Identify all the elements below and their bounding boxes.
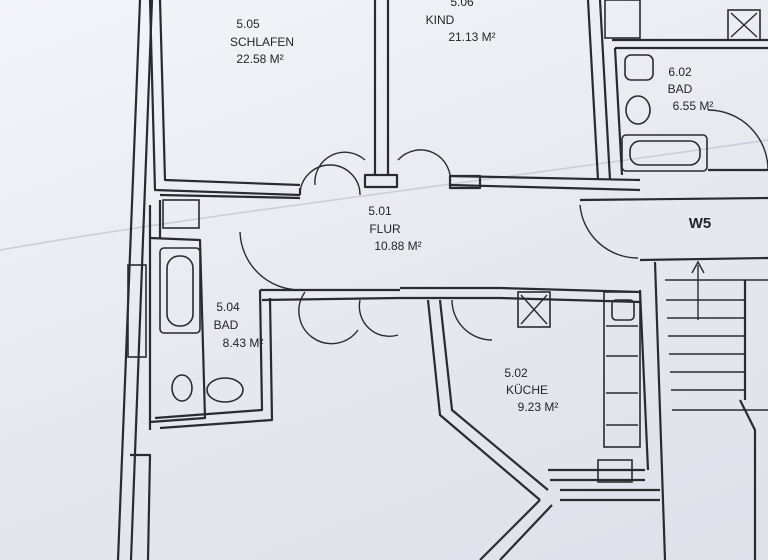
stairwell <box>579 196 768 560</box>
kitchen-walls <box>426 289 650 501</box>
kitchen-counter <box>603 291 641 448</box>
room-label-flur: 5.01 FLUR 10.88 M² <box>368 204 421 253</box>
lower-walls <box>130 453 660 560</box>
room-area: 6.55 M² <box>673 99 714 113</box>
room-label-bad-602: 6.02 BAD 6.55 M² <box>668 65 714 113</box>
room-area: 10.88 M² <box>374 239 421 253</box>
unit-label: W5 <box>689 215 712 232</box>
room-number: 5.04 <box>216 300 240 314</box>
room-number: 6.02 <box>668 65 692 79</box>
bathroom-504-walls <box>127 236 274 430</box>
room-name: KIND <box>426 13 455 27</box>
toilet-icon <box>624 54 654 81</box>
bathtub-icon <box>621 134 708 172</box>
room-label-kueche: 5.02 KÜCHE 9.23 M² <box>504 366 558 414</box>
washbasin-icon <box>206 377 244 403</box>
room-name: FLUR <box>369 222 401 236</box>
room-number: 5.06 <box>450 0 474 9</box>
room-area: 8.43 M² <box>223 336 264 350</box>
room-name: KÜCHE <box>506 383 548 397</box>
partition-kind-bad <box>448 0 641 192</box>
paper-crease <box>0 139 768 251</box>
room-name: BAD <box>214 318 239 332</box>
room-label-schlafen: 5.05 SCHLAFEN 22.58 M² <box>230 17 294 66</box>
room-name: BAD <box>668 82 693 96</box>
bathtub-icon <box>159 247 201 334</box>
toilet-icon <box>171 374 193 402</box>
outer-walls <box>116 0 301 560</box>
room-label-kind: 5.06 KIND 21.13 M² <box>426 0 496 44</box>
room-area: 22.58 M² <box>236 52 283 66</box>
partition-schlafen-kind <box>363 0 399 189</box>
room-label-bad-504: 5.04 BAD 8.43 M² <box>214 300 264 350</box>
bathroom-602-walls <box>604 0 768 176</box>
washbasin-icon <box>625 95 651 125</box>
room-area: 21.13 M² <box>448 30 495 44</box>
room-number: 5.02 <box>504 366 528 380</box>
room-name: SCHLAFEN <box>230 35 294 49</box>
room-number: 5.01 <box>368 204 392 218</box>
room-area: 9.23 M² <box>518 400 559 414</box>
room-number: 5.05 <box>236 17 260 31</box>
